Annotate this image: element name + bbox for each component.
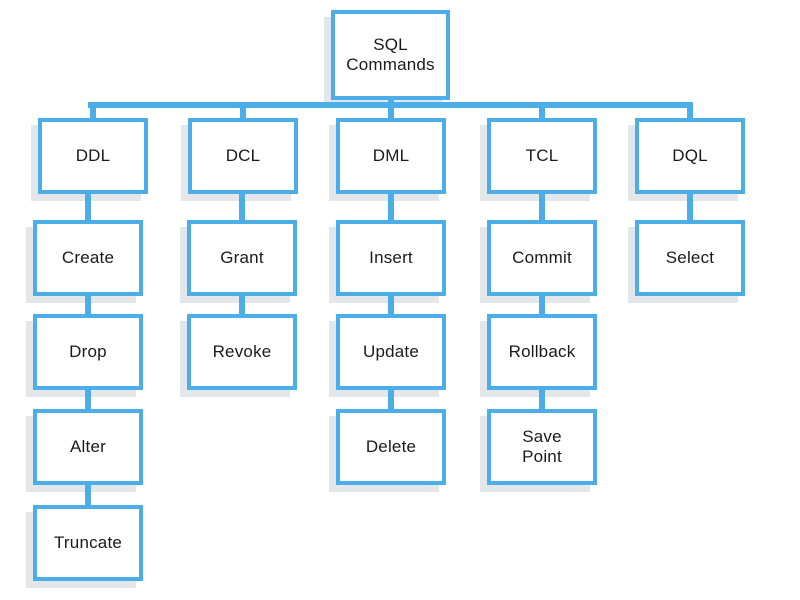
connector-ddl-link-1	[85, 296, 91, 314]
branch-node-tcl[interactable]: TCL	[487, 118, 597, 194]
connector-branch-stem-dcl	[240, 102, 246, 118]
connector-tcl-link-2	[539, 390, 545, 409]
child-node-dql-0[interactable]: Select	[635, 220, 745, 296]
connector-dcl-link-0	[239, 194, 245, 220]
child-node-tcl-0[interactable]: Commit	[487, 220, 597, 296]
connector-branch-stem-tcl	[539, 102, 545, 118]
connector-branch-stem-dql	[687, 102, 693, 118]
branch-node-dql[interactable]: DQL	[635, 118, 745, 194]
connector-dml-link-0	[388, 194, 394, 220]
child-node-ddl-1[interactable]: Drop	[33, 314, 143, 390]
connector-tcl-link-0	[539, 194, 545, 220]
connector-dql-link-0	[687, 194, 693, 220]
child-node-ddl-2[interactable]: Alter	[33, 409, 143, 485]
child-node-dml-0[interactable]: Insert	[336, 220, 446, 296]
connector-dcl-link-1	[239, 296, 245, 314]
child-node-ddl-3[interactable]: Truncate	[33, 505, 143, 581]
connector-branch-stem-dml	[388, 102, 394, 118]
child-node-dml-2[interactable]: Delete	[336, 409, 446, 485]
branch-node-ddl[interactable]: DDL	[38, 118, 148, 194]
connector-ddl-link-2	[85, 390, 91, 409]
child-node-tcl-1[interactable]: Rollback	[487, 314, 597, 390]
root-node-sql-commands[interactable]: SQL Commands	[331, 10, 450, 100]
connector-tcl-link-1	[539, 296, 545, 314]
child-node-dcl-0[interactable]: Grant	[187, 220, 297, 296]
child-node-dml-1[interactable]: Update	[336, 314, 446, 390]
connector-ddl-link-3	[85, 485, 91, 505]
connector-branch-stem-ddl	[90, 102, 96, 118]
child-node-tcl-2[interactable]: Save Point	[487, 409, 597, 485]
child-node-ddl-0[interactable]: Create	[33, 220, 143, 296]
branch-node-dcl[interactable]: DCL	[188, 118, 298, 194]
branch-node-dml[interactable]: DML	[336, 118, 446, 194]
connector-ddl-link-0	[85, 194, 91, 220]
connector-dml-link-1	[388, 296, 394, 314]
child-node-dcl-1[interactable]: Revoke	[187, 314, 297, 390]
connector-dml-link-2	[388, 390, 394, 409]
